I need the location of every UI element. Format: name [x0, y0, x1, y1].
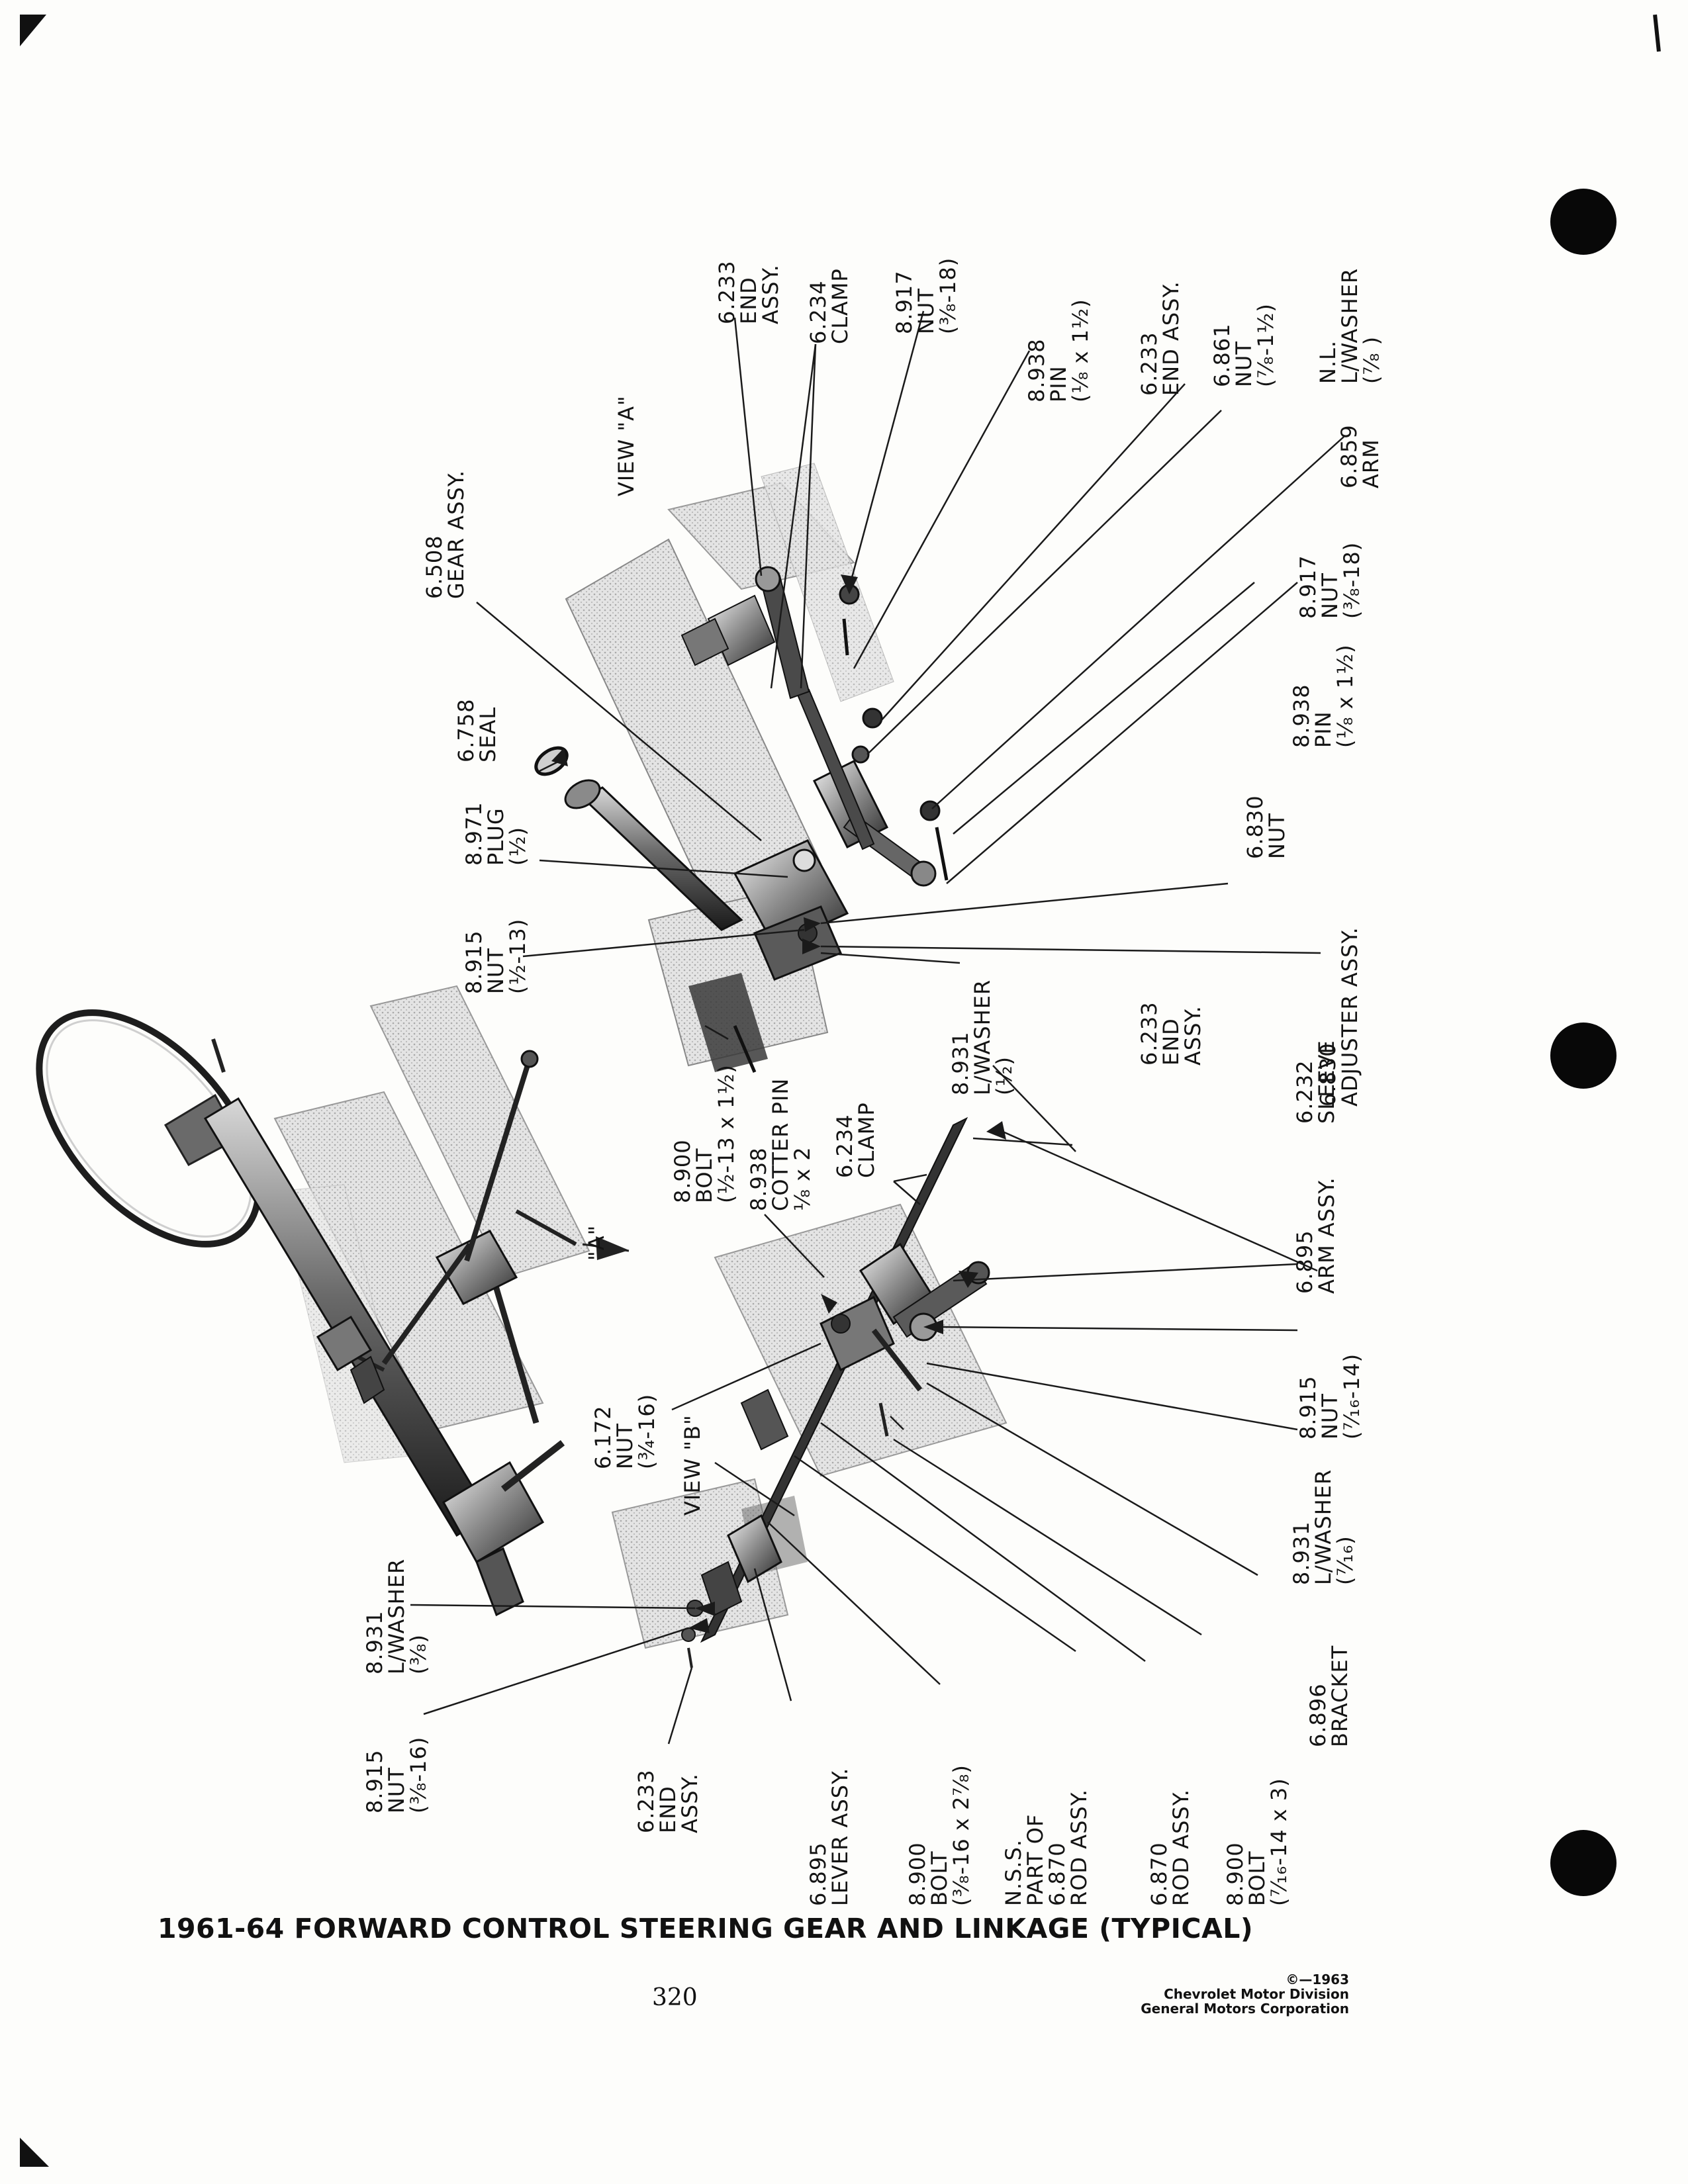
binder-hole-middle — [1550, 1023, 1617, 1089]
crop-mark-bottom-left — [20, 2138, 49, 2167]
binder-hole-bottom — [1550, 1830, 1617, 1896]
crop-mark-top-left — [20, 15, 46, 46]
overview-assembly — [36, 985, 630, 1617]
label-view-a: VIEW "A" — [614, 395, 639, 496]
division-line: Chevrolet Motor Division — [1164, 1986, 1349, 2002]
copyright-line: ©—1963 — [1286, 1972, 1349, 1987]
leader-arrowheads — [551, 574, 1006, 1633]
label-lwasher-nl: N.L.L/WASHER(⁷⁄₈ ) — [1315, 267, 1384, 384]
page-number: 320 — [652, 1984, 698, 2011]
leader-lines — [410, 310, 1344, 1745]
view-b-assembly — [611, 1116, 1008, 1668]
binder-hole-top — [1550, 189, 1617, 255]
copyright-credit: ©—1963 Chevrolet Motor Division General … — [1141, 1972, 1349, 2016]
view-a-assembly — [534, 463, 949, 1073]
figure-caption: 1961-64 FORWARD CONTROL STEERING GEAR AN… — [158, 1913, 1254, 1944]
corporation-line: General Motors Corporation — [1141, 2001, 1349, 2017]
label-view-b: VIEW "B" — [680, 1414, 705, 1516]
label-pointer-a: "A" — [584, 1224, 609, 1261]
